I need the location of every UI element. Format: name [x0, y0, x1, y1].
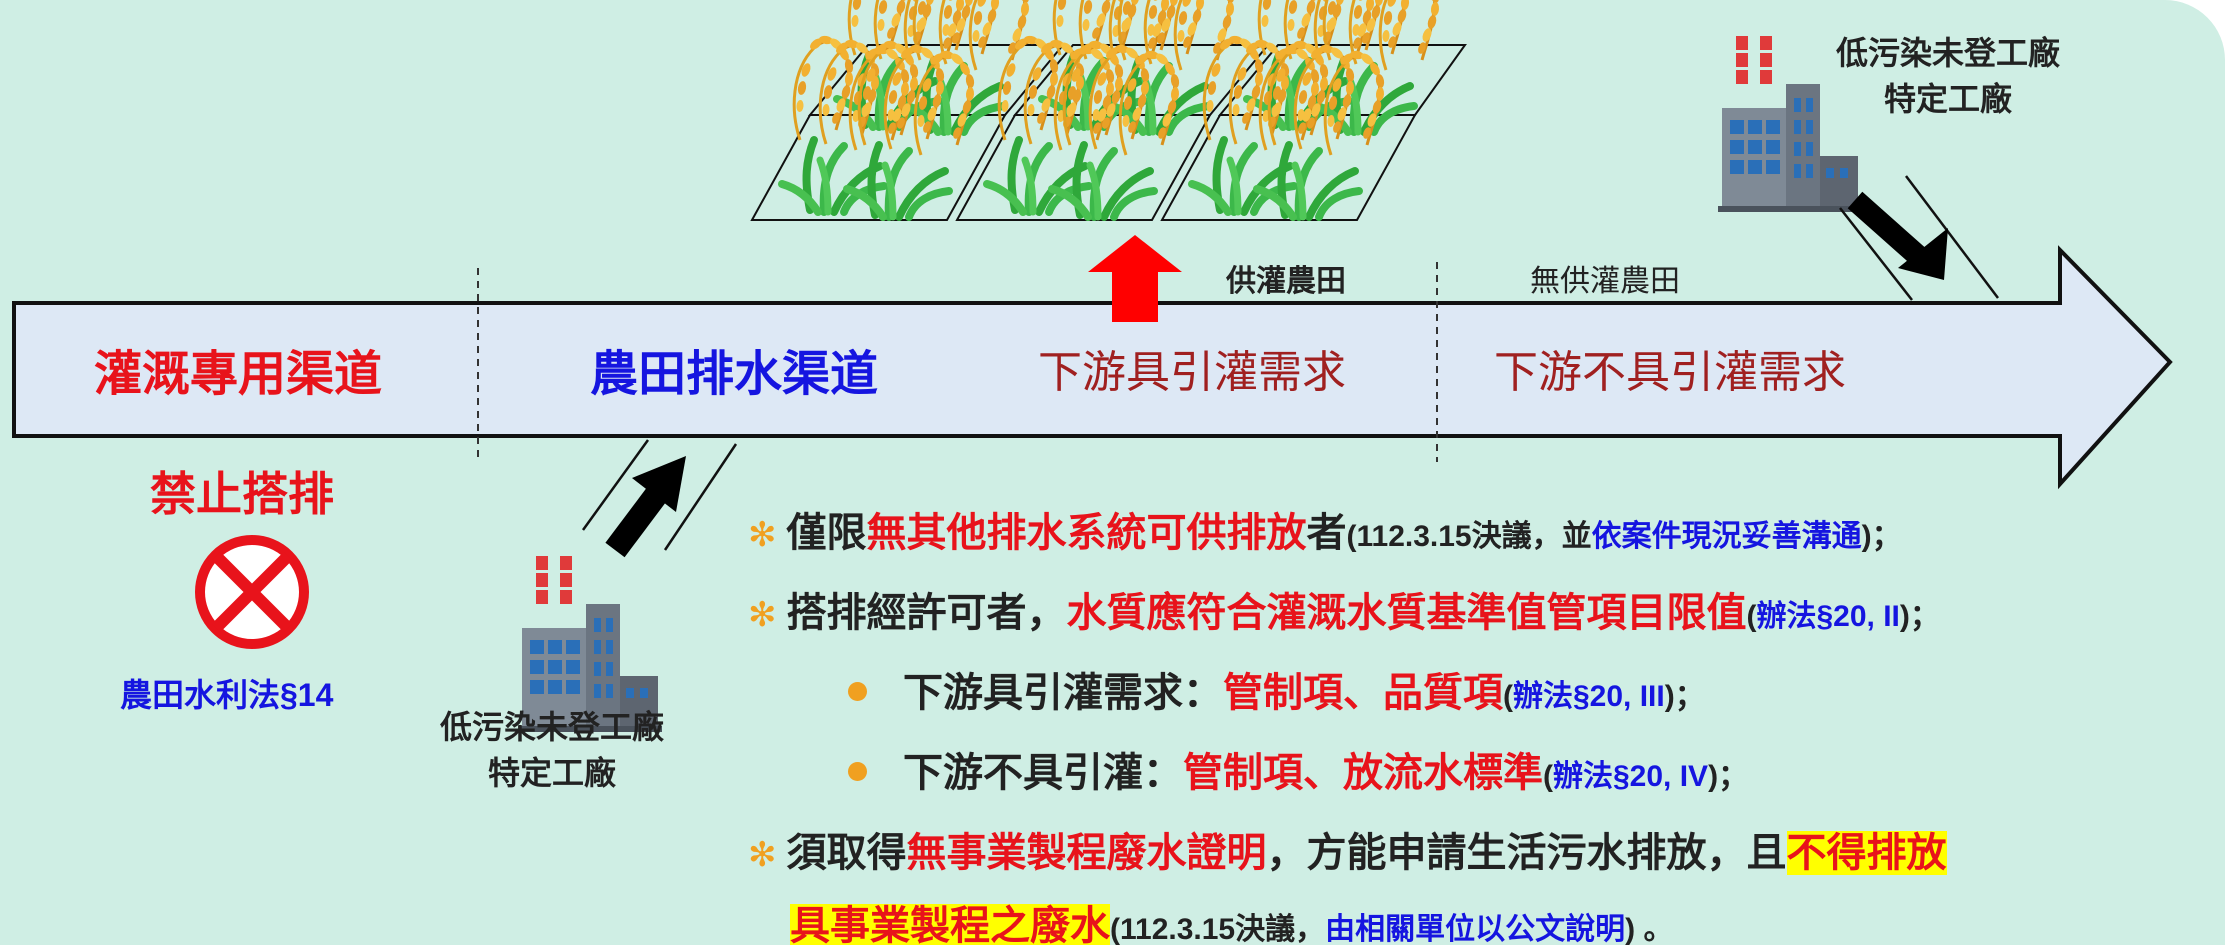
law-reference: 農田水利法§14 [120, 677, 334, 713]
rice-field-icon [750, 0, 1467, 221]
factory-caption-line2: 特定工廠 [1884, 81, 2013, 117]
rule-5: ✻須取得無事業製程廢水證明，方能申請生活污水排放，且不得排放 [748, 831, 1947, 875]
irrigation-channel-label: 灌溉專用渠道 [94, 348, 383, 401]
downstream-no-need-label: 下游不具引灌需求 [1494, 348, 1846, 397]
factory-caption-line2: 特定工廠 [488, 755, 617, 791]
factory-caption-line1: 低污染未登工廠 [1836, 35, 2061, 71]
factory-caption-top: 低污染未登工廠 特定工廠 [1836, 30, 2060, 122]
prohibited-icon [195, 535, 309, 649]
asterisk-icon: ✻ [748, 516, 777, 554]
prohibit-title: 禁止搭排 [150, 468, 334, 520]
rule-1: ✻僅限無其他排水系統可供排放者(112.3.15決議，並依案件現況妥善溝通)； [748, 511, 1902, 555]
bullet-icon [848, 761, 867, 781]
rule-2: ✻搭排經許可者，水質應符合灌溉水質基準值管項目限值(辦法§20, II)； [748, 591, 1940, 635]
factory-caption-bottom: 低污染未登工廠 特定工廠 [440, 704, 664, 796]
asterisk-icon: ✻ [748, 596, 777, 634]
rule-6: 具事業製程之廢水(112.3.15決議，由相關單位以公文說明) 。 [790, 893, 1673, 945]
up-right-arrow-icon [581, 439, 738, 558]
bullet-icon [848, 681, 867, 701]
channel-arrow [12, 245, 2173, 490]
up-arrow-icon [1088, 235, 1182, 322]
non-irrigated-field-label: 無供灌農田 [1530, 265, 1680, 298]
drainage-channel-label: 農田排水渠道 [590, 348, 879, 401]
down-right-arrow-icon [1839, 175, 1999, 301]
rule-3: 下游具引灌需求：管制項、品質項(辦法§20, III)； [848, 660, 1705, 718]
downstream-need-label: 下游具引灌需求 [1038, 348, 1346, 397]
irrigated-field-label: 供灌農田 [1226, 265, 1346, 298]
asterisk-icon: ✻ [748, 836, 777, 874]
factory-caption-line1: 低污染未登工廠 [440, 709, 665, 745]
rule-4: 下游不具引灌：管制項、放流水標準(辦法§20, IV)； [848, 740, 1748, 798]
